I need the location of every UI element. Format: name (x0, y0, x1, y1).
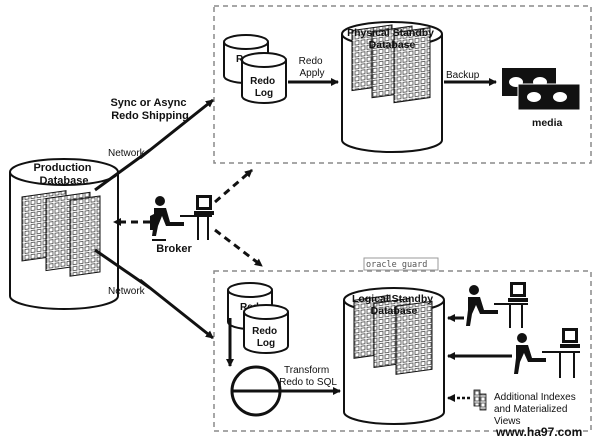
broker-workstation-icon (150, 195, 214, 241)
transform-process-icon (230, 365, 282, 417)
physical-standby-line2: Database (369, 39, 416, 51)
logical-standby-label: Logical Standby Database (352, 293, 436, 317)
transform-line2: Redo to SQL (279, 377, 337, 388)
logical-standby-line1: Logical Standby (352, 293, 433, 305)
redo-apply-line2: Apply (299, 68, 324, 79)
additional-line1: Additional Indexes (494, 392, 576, 403)
redo-log-cylinder-bottom (243, 304, 289, 354)
redo-log-top-line1: Redo (250, 76, 275, 87)
additional-indexes-icon (473, 389, 487, 411)
production-database (9, 158, 119, 310)
transform-label: Transform Redo to SQL (279, 365, 337, 388)
production-db-label-line2: Database (40, 175, 89, 187)
network-label-bottom: Network (108, 286, 146, 297)
transform-line1: Transform (284, 365, 329, 376)
production-db-label-line1: Production (33, 162, 91, 174)
logical-standby-line2: Database (371, 305, 418, 317)
additional-line2: and Materialized (494, 404, 567, 415)
site-watermark: www.ha97.com (495, 425, 582, 439)
sync-async-line2: Redo Shipping (111, 110, 189, 122)
sync-async-label: Sync or Async Redo Shipping (110, 97, 189, 122)
media-label: media (532, 117, 563, 129)
physical-standby-site-box (213, 5, 592, 164)
logical-standby-database (343, 287, 445, 425)
tape-media-icon (502, 68, 581, 111)
redo-log-bottom-line1: Redo (252, 326, 277, 337)
watermark-tag: oracle guard (363, 257, 439, 271)
sync-async-line1: Sync or Async (110, 97, 186, 109)
redo-apply-label: Redo Apply (299, 56, 326, 79)
logical-standby-site-box (213, 270, 592, 432)
network-arrow-top (94, 98, 214, 192)
broker-arrow-down (214, 228, 263, 268)
redo-log-bottom-line2: Log (257, 338, 275, 349)
redo-log-label-bottom: Redo Log (252, 326, 280, 349)
production-db-label: Production Database (33, 162, 94, 187)
user-workstation-icon-1 (466, 282, 528, 328)
network-label-top: Network (108, 148, 146, 159)
user-workstation-icon-2 (514, 328, 580, 378)
broker-label: Broker (156, 243, 192, 255)
physical-standby-label: Physical Standby Database (347, 27, 437, 51)
redo-log-top-line2: Log (255, 88, 273, 99)
additional-indexes-label: Additional Indexes and Materialized View… (494, 392, 579, 427)
watermark-text: oracle guard (366, 260, 427, 270)
redo-log-label-top: Redo Log (250, 76, 278, 99)
additional-line3: Views (494, 416, 521, 427)
backup-label: Backup (446, 70, 480, 81)
broker-arrow-up (214, 168, 253, 204)
physical-standby-line1: Physical Standby (347, 27, 434, 39)
redo-log-cylinder-top (241, 52, 287, 104)
network-arrow-bottom (94, 248, 214, 340)
physical-standby-database (341, 21, 443, 153)
redo-apply-line1: Redo (299, 56, 323, 67)
